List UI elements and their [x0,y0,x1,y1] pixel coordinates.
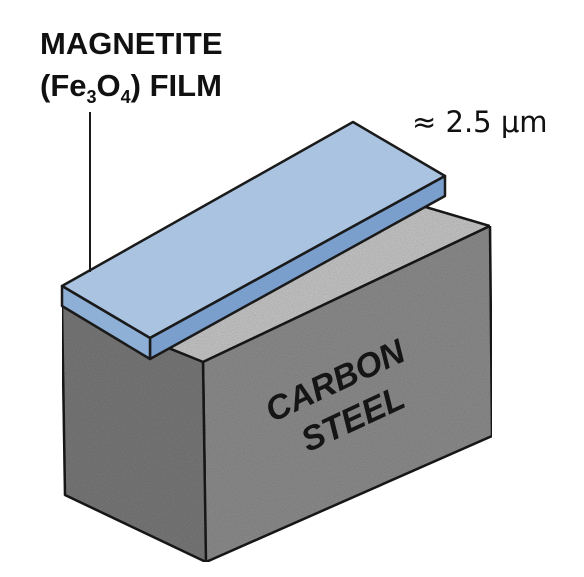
film-label-line2: (Fe3O4) FILM [40,68,222,107]
thickness-label: ≈ 2.5 μm [412,105,548,139]
film-side-face [60,284,152,361]
magnetite-film [60,120,447,361]
film-label-line1: MAGNETITE [40,26,223,61]
